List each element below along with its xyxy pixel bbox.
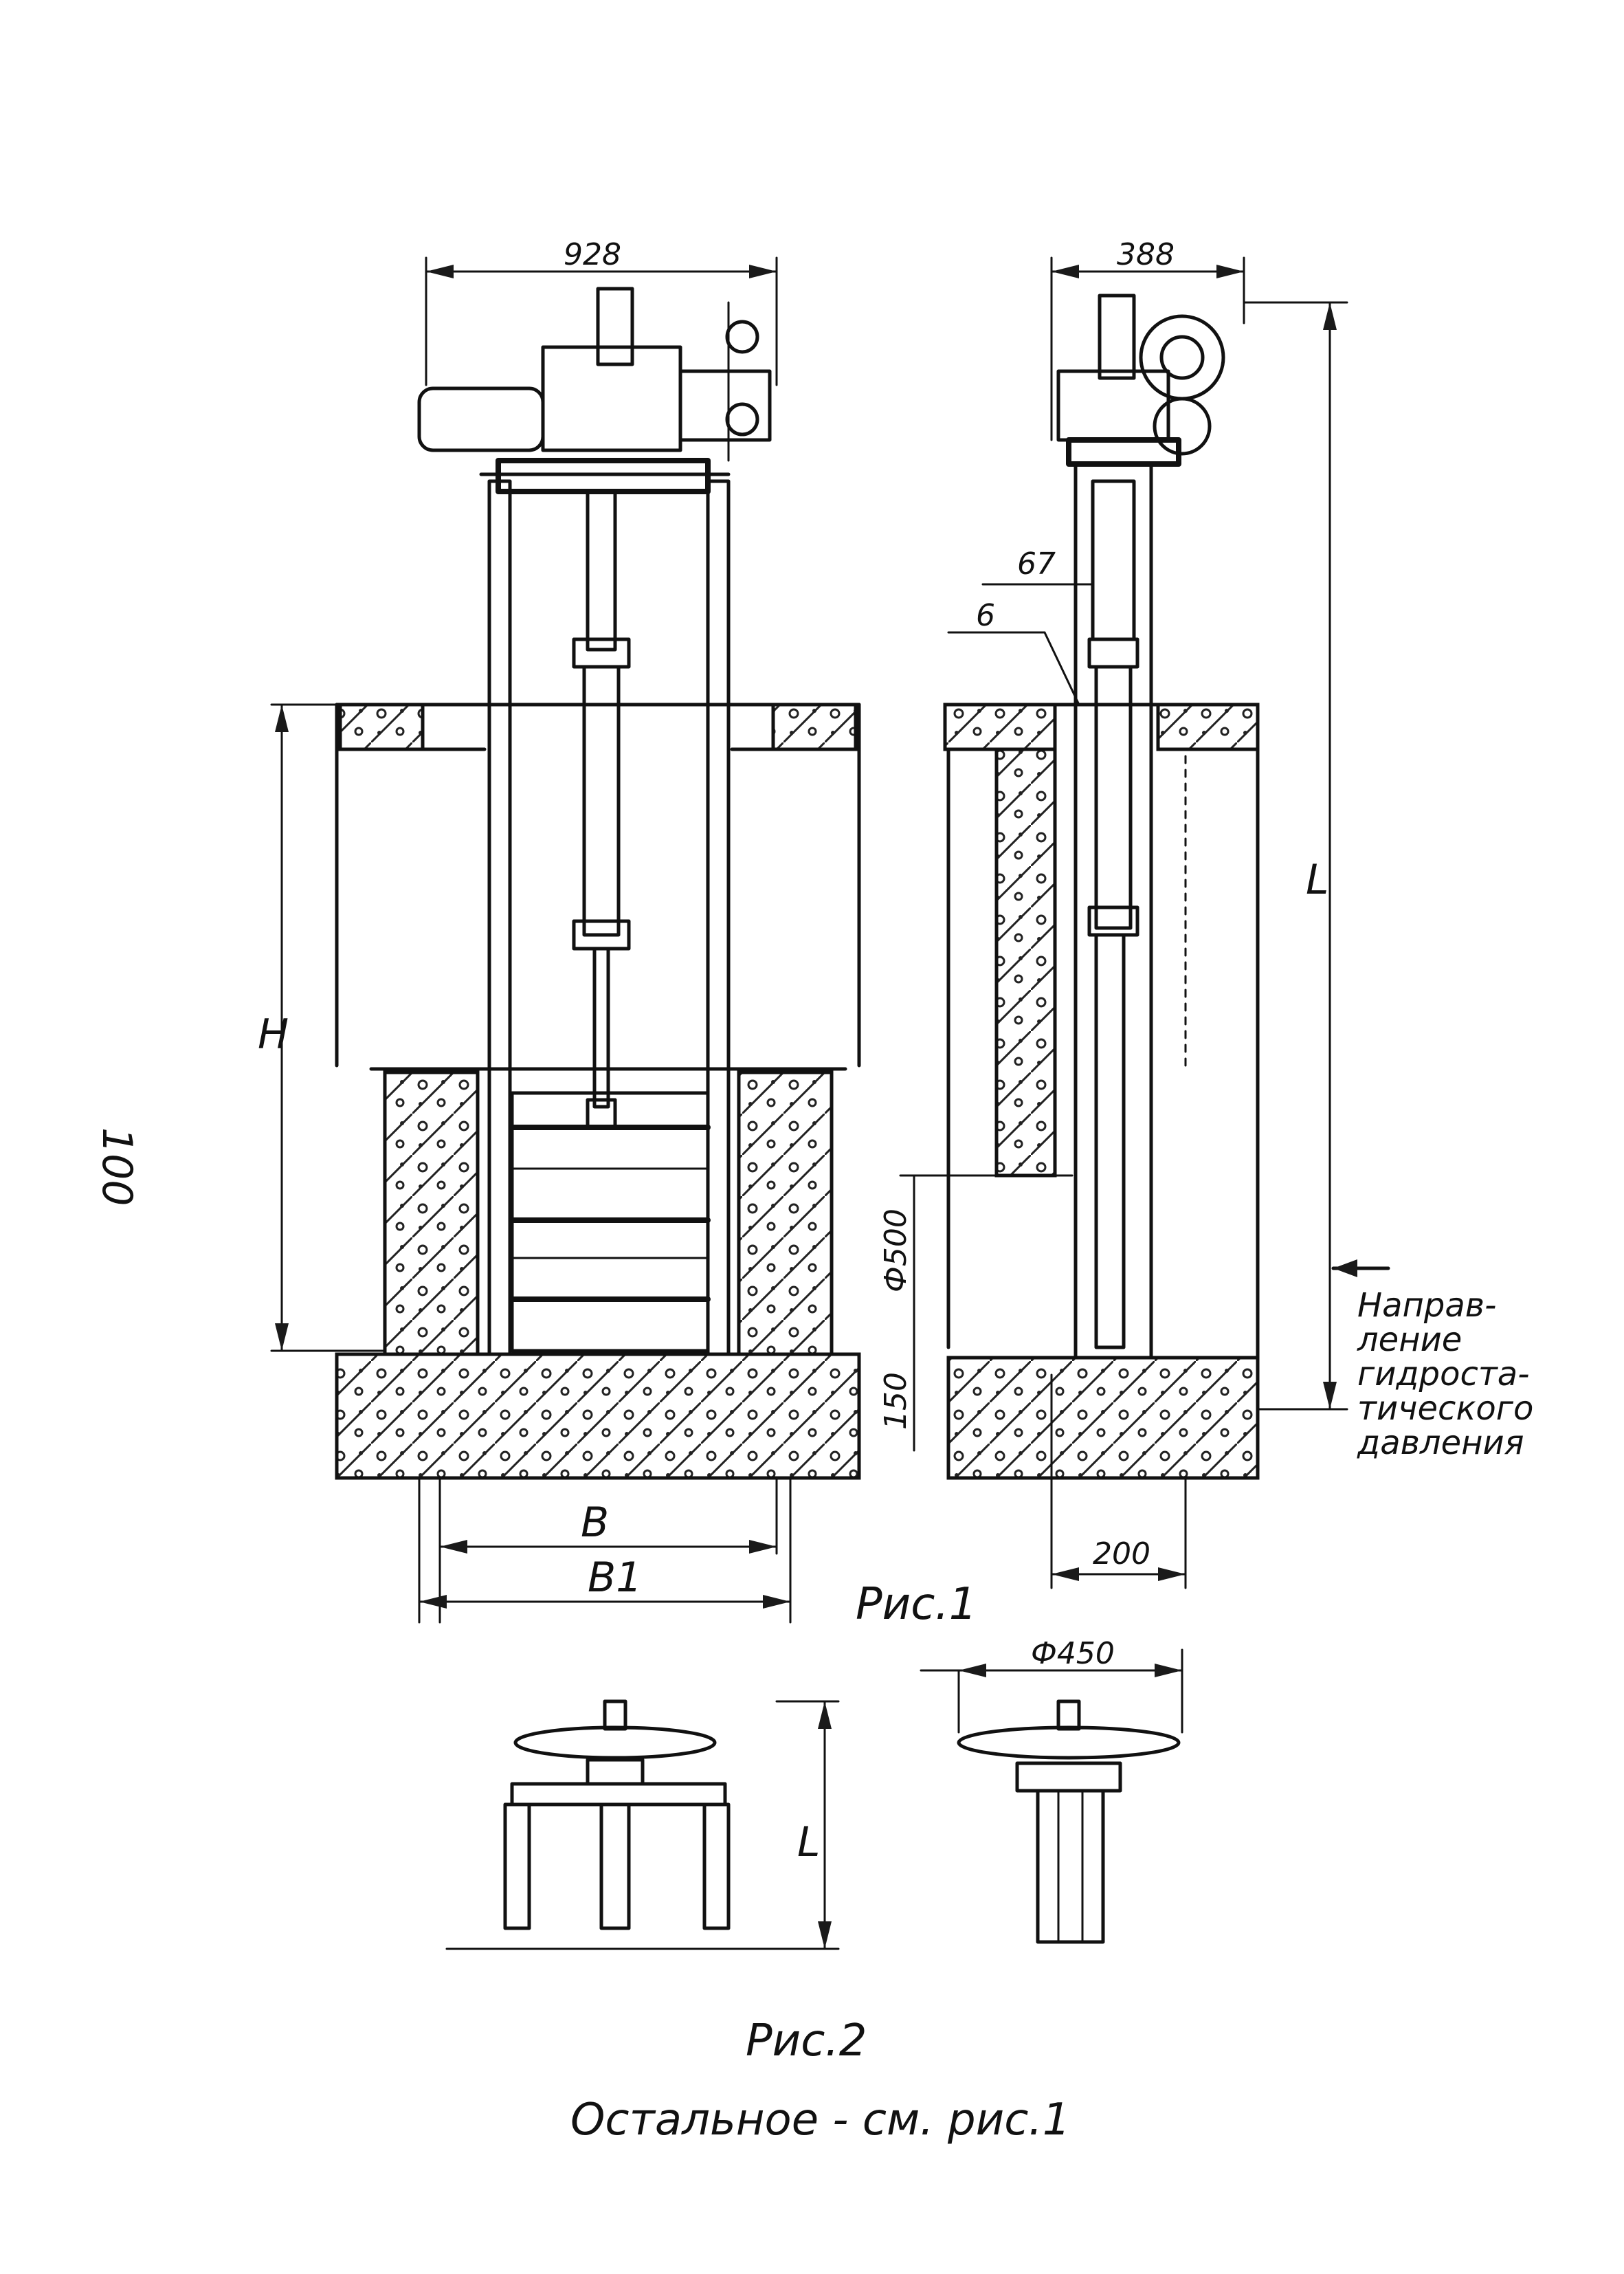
dim-200: 200 [1093,1536,1150,1571]
mark-6: 6 [976,598,995,633]
dim-L-fig2: L [797,1818,820,1866]
dim-B: B [581,1499,609,1547]
page-number: 100 [93,1127,141,1206]
pressure-note-line-3: гидроста- [1357,1355,1530,1393]
pressure-note-line-1: Направ- [1357,1286,1496,1325]
figure2-left [445,1699,840,1950]
dim-B1: B1 [588,1554,642,1602]
dim-150: 150 [878,1372,913,1430]
dim-diameter-500: Ф500 [878,1208,913,1292]
figure1-caption: Рис.1 [856,1579,977,1630]
gate-leaf [509,1091,711,1353]
pressure-note-line-2: ление [1357,1321,1462,1359]
footnote: Остальное - см. рис.1 [570,2095,1070,2145]
dim-928: 928 [564,237,621,272]
dim-L-side: L [1306,856,1328,904]
dim-diameter-450: Ф450 [1031,1636,1115,1671]
dim-388: 388 [1117,237,1175,272]
drive-mechanism [417,287,772,462]
mark-67: 67 [1017,547,1056,582]
dim-H: H [258,1011,289,1059]
figure2-right [920,1648,1183,1944]
front-view [270,256,861,1624]
figure2-caption: Рис.2 [746,2016,867,2066]
pressure-note-line-4: тического [1357,1389,1533,1428]
pressure-note-line-5: давления [1357,1424,1524,1462]
side-view [899,256,1390,1589]
